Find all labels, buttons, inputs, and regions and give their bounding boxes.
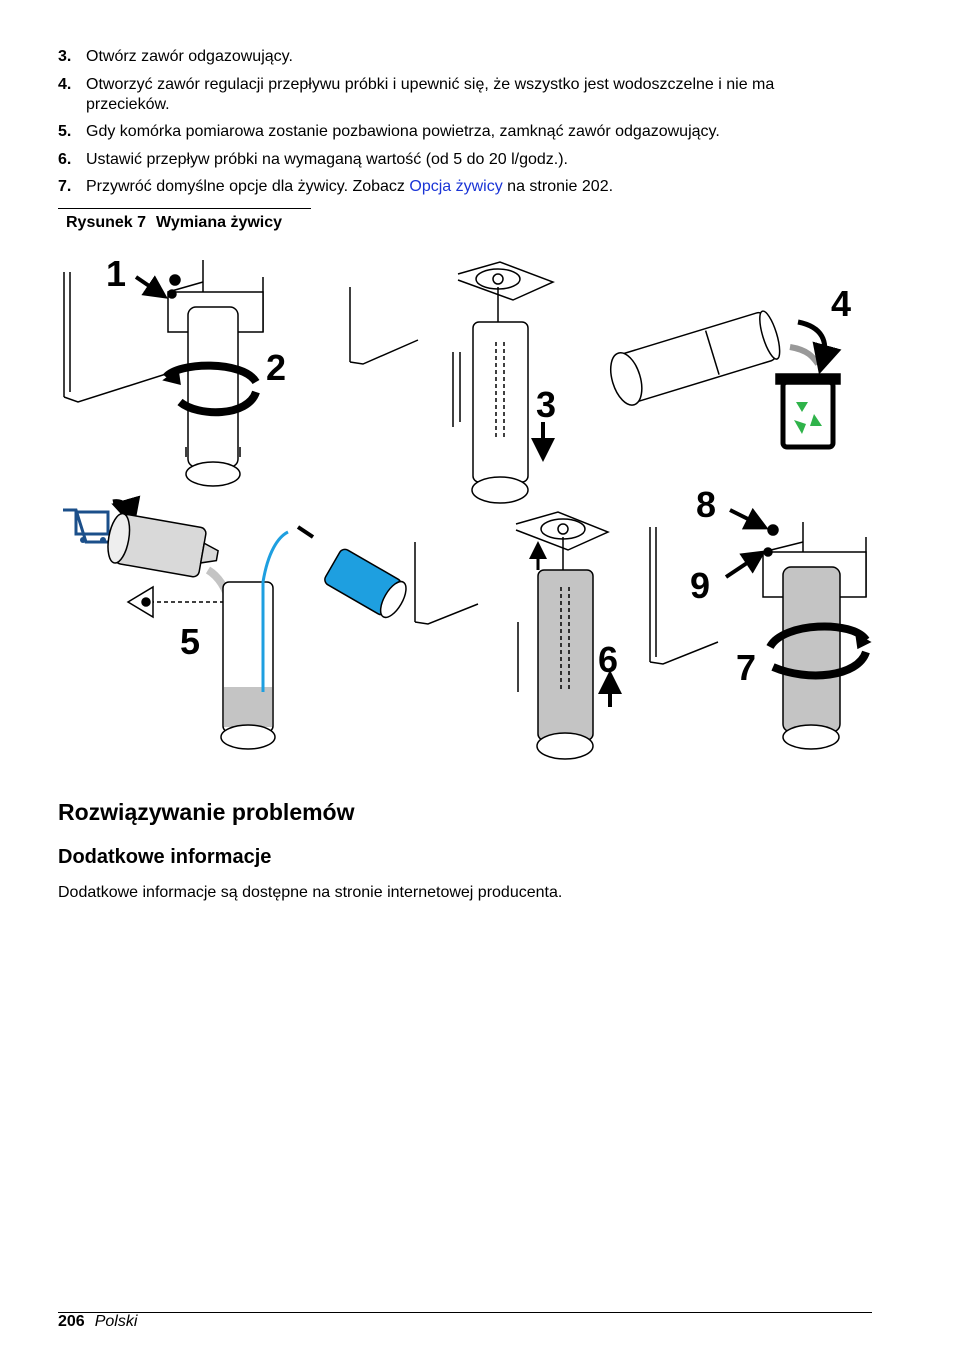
step-text: Otworzyć zawór regulacji przepływu próbk… xyxy=(86,76,775,113)
callout-7: 7 xyxy=(736,647,756,688)
step-number: 5. xyxy=(58,123,72,140)
panel-dispose-cartridge xyxy=(609,310,842,450)
section-title: Rozwiązywanie problemów xyxy=(58,799,355,825)
subsection-title: Dodatkowe informacje xyxy=(58,846,272,868)
callout-6: 6 xyxy=(598,639,618,680)
callout-5: 5 xyxy=(180,621,200,662)
callout-1: 1 xyxy=(106,253,126,294)
figure-caption: Rysunek 7 Wymiana żywicy xyxy=(66,214,282,232)
callout-9: 9 xyxy=(690,565,710,606)
figure-label: Rysunek 7 xyxy=(66,214,147,231)
info-paragraph: Dodatkowe informacje są dostępne na stro… xyxy=(58,884,563,901)
step-text: Gdy komórka pomiarowa zostanie pozbawion… xyxy=(86,123,720,140)
footer-language: Polski xyxy=(94,1313,138,1330)
callout-3: 3 xyxy=(536,384,556,425)
page-number: 206 xyxy=(58,1313,85,1330)
footer-rule xyxy=(58,1312,872,1313)
figure-caption-rule xyxy=(58,208,311,209)
callout-2: 2 xyxy=(266,347,286,388)
panel-pull-cartridge-down xyxy=(349,261,555,504)
figure-title: Wymiana żywicy xyxy=(156,214,283,231)
panel-fill-new-resin xyxy=(63,495,407,750)
page-footer: 206 Polski xyxy=(58,1313,137,1331)
step-text: Ustawić przepływ próbki na wymaganą wart… xyxy=(86,151,568,168)
callout-4: 4 xyxy=(831,283,851,324)
step-number: 6. xyxy=(58,151,72,168)
step-number: 3. xyxy=(58,48,72,65)
callout-8: 8 xyxy=(696,484,716,525)
step-number: 7. xyxy=(58,178,72,195)
resin-option-link[interactable]: Opcja żywicy xyxy=(409,178,503,195)
panel-remove-cartridge xyxy=(63,260,264,487)
step-number: 4. xyxy=(58,76,72,93)
panel-close-and-vent xyxy=(649,507,872,750)
step-text: Przywróć domyślne opcje dla żywicy. Zoba… xyxy=(86,178,614,195)
step-text: Otwórz zawór odgazowujący. xyxy=(86,48,293,65)
resin-replacement-illustration: 1 2 3 4 xyxy=(63,253,872,760)
panel-reinstall-cartridge xyxy=(414,511,622,760)
